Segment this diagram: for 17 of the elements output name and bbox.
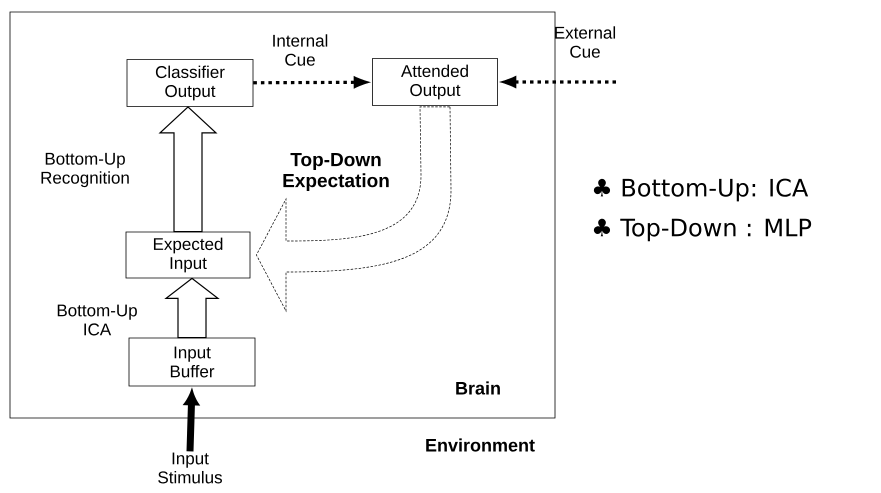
input-text: Input Stimulus (158, 452, 222, 484)
arrow (500, 76, 616, 88)
block-arrow (158, 106, 218, 232)
edge-label: Bottom-Up Recognition (42, 152, 129, 188)
edge-label: Bottom-Up ICA (58, 304, 137, 336)
arrow (253, 76, 370, 89)
region-label: Environment (426, 438, 535, 452)
process-box: Expected Input (126, 232, 250, 278)
bullet-item: ♣ Bottom-Up: ICA (594, 178, 808, 202)
process-box: Classifier Output (126, 59, 254, 107)
block-arrow (164, 278, 220, 338)
edge-label: Internal Cue (273, 34, 328, 66)
curved-block-arrow (256, 106, 452, 312)
bullet-item: ♣ Top-Down : MLP (594, 218, 812, 242)
process-box: Attended Output (372, 58, 498, 106)
process-box: Input Buffer (128, 338, 256, 386)
edge-label: Top-Down Expectation (283, 153, 389, 191)
